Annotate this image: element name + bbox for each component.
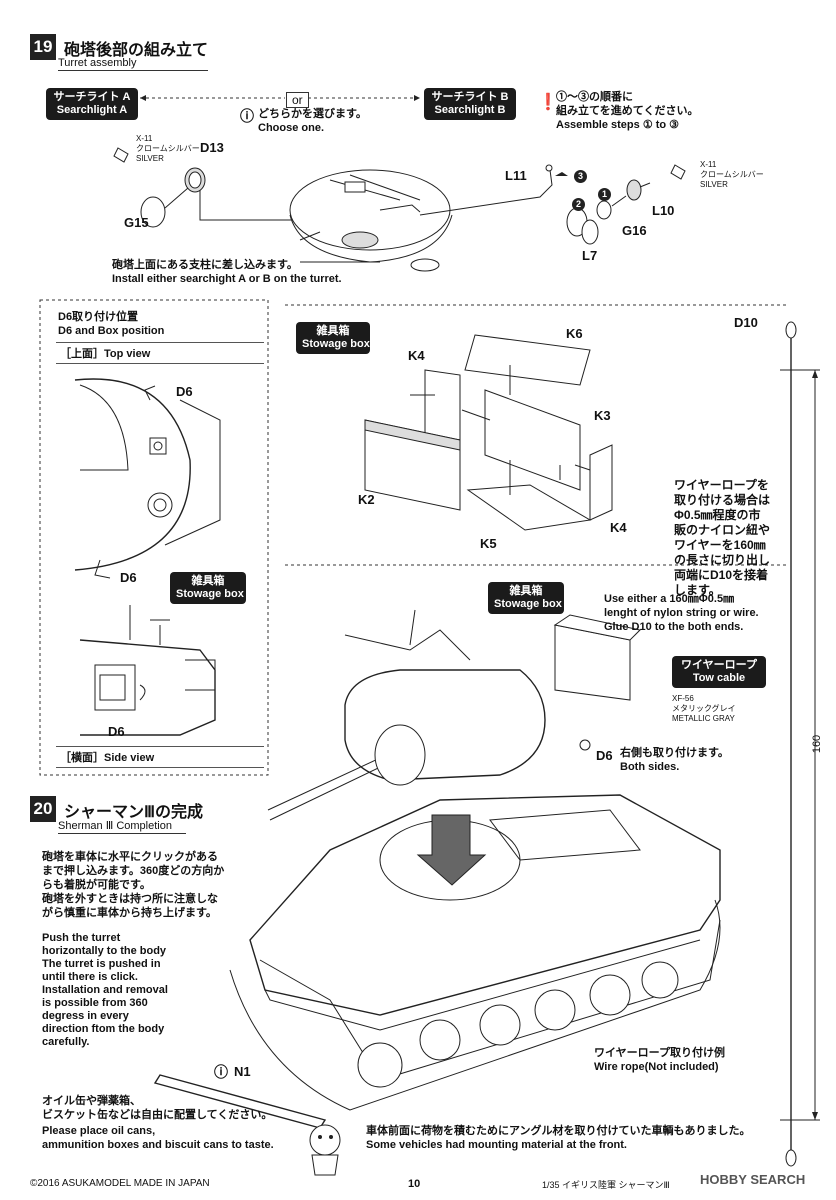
d6-panel-title-en: D6 and Box position (58, 325, 165, 337)
order-jp-2: 組み立てを進めてください。 (556, 105, 699, 117)
turret-d6-jp: 右側も取り付けます。 (620, 747, 729, 759)
wire-dimension-value: 160 (811, 734, 824, 754)
step-marker-3: 3 (574, 170, 587, 183)
stowage-box-exploded (364, 334, 613, 531)
hull-drawing (229, 794, 721, 1111)
d6-top-label: D6 (176, 384, 193, 399)
info-icon: ⓘ (240, 108, 254, 124)
part-k4-left: K4 (408, 348, 425, 363)
turret-d6-en: Both sides. (620, 761, 680, 773)
top-view-label: ［上面］Top view (56, 342, 264, 364)
step-19-number: 19 (30, 34, 56, 60)
d6-panel-border (39, 299, 269, 776)
warning-icon: ❗ (538, 94, 558, 111)
searchlight-a-drawing (113, 147, 305, 228)
wire-note-en: Use either a 160㎜Φ0.5㎜ lenght of nylon s… (604, 593, 759, 633)
wire-example-en: Wire rope(Not included) (594, 1061, 719, 1073)
turret-d6-label: D6 (596, 748, 613, 763)
searchlight-b-label: サーチライト B Searchlight B (424, 88, 516, 120)
turret-side-drawing (267, 609, 642, 821)
part-l10: L10 (652, 203, 675, 218)
n1-info-icon: ⓘ (214, 1064, 228, 1080)
part-g15: G15 (124, 215, 149, 230)
choose-en: Choose one. (258, 122, 325, 134)
part-d13: D13 (200, 140, 224, 155)
side-view-label: ［横面］Side view (56, 746, 264, 768)
push-note-en: Push the turret horizontally to the body… (42, 932, 168, 1048)
step-20-number: 20 (30, 796, 56, 822)
stowage-box-title: 雑具箱 Stowage box (296, 322, 370, 354)
install-jp: 砲塔上面にある支柱に差し込みます。 (112, 259, 298, 271)
side-view-turret (79, 605, 216, 736)
push-note-jp: 砲塔を車体に水平にクリックがある まで押し込みます。360度どの方向か らも着脱… (42, 851, 225, 919)
step-19-title: 砲塔後部の組み立て (64, 42, 209, 59)
footer-product: 1/35 イギリス陸軍 シャーマンⅢ (542, 1180, 670, 1190)
footer-page-number: 10 (408, 1178, 421, 1190)
choose-jp: どちらかを選びます。 (258, 108, 367, 120)
part-k3: K3 (594, 408, 611, 423)
cans-note-jp: オイル缶や弾薬箱、 ビスケット缶などは自由に配置してください。 (42, 1095, 273, 1121)
part-l7: L7 (582, 248, 598, 263)
order-en: Assemble steps ① to ③ (556, 119, 680, 131)
step-20-subtitle: Sherman Ⅲ Completion (58, 819, 186, 834)
part-l11: L11 (505, 168, 527, 183)
turret-top-drawing (289, 169, 453, 272)
or-label: or (286, 92, 309, 108)
paint-silver-left: X-11 クロームシルバー SILVER (136, 134, 200, 163)
wire-dimension (780, 321, 820, 1167)
step-marker-1: 1 (598, 188, 611, 201)
paint-metallic-gray: XF-56 メタリックグレイ METALLIC GRAY (672, 694, 736, 723)
d6-panel-title-jp: D6取り付け位置 (58, 311, 139, 323)
part-k4-right: K4 (610, 520, 627, 535)
top-view-turret (74, 378, 221, 579)
searchlight-a-label: サーチライト A Searchlight A (46, 88, 138, 120)
footer-copyright: ©2016 ASUKAMODEL MADE IN JAPAN (30, 1178, 210, 1189)
cans-note-en: Please place oil cans, ammunition boxes … (42, 1125, 274, 1151)
part-k6: K6 (566, 326, 583, 341)
part-n1: N1 (234, 1064, 251, 1079)
searchlight-b-drawing (419, 164, 686, 245)
wire-note-jp: ワイヤーロープを 取り付ける場合は Φ0.5㎜程度の市 販のナイロン紐や ワイヤ… (674, 478, 771, 597)
d6-top-label-2: D6 (120, 570, 137, 585)
step-19-subtitle: Turret assembly (58, 57, 208, 71)
mascot-figure (309, 1124, 341, 1176)
step-20-title: シャーマンⅢの完成 (64, 804, 204, 821)
part-k5: K5 (480, 536, 497, 551)
watermark-logo: HOBBY SEARCH (700, 1172, 806, 1187)
part-g16: G16 (622, 223, 647, 238)
turret-stowage-label: 雑具箱 Stowage box (488, 582, 564, 614)
front-note-en: Some vehicles had mounting material at t… (366, 1139, 627, 1151)
wire-example-jp: ワイヤーロープ取り付け例 (594, 1047, 726, 1059)
tow-cable-label: ワイヤーロープ Tow cable (672, 656, 766, 688)
d6-side-label: D6 (108, 724, 125, 739)
paint-silver-right: X-11 クロームシルバー SILVER (700, 160, 764, 189)
part-k2: K2 (358, 492, 375, 507)
order-jp-1: ①～③の順番に (556, 91, 633, 103)
part-d10: D10 (734, 315, 758, 330)
step-marker-2: 2 (572, 198, 585, 211)
d6-stowage-label: 雑具箱 Stowage box (170, 572, 246, 604)
install-en: Install either searchight A or B on the … (112, 273, 342, 285)
front-note-jp: 車体前面に荷物を積むためにアングル材を取り付けていた車輌もありました。 (366, 1125, 751, 1137)
